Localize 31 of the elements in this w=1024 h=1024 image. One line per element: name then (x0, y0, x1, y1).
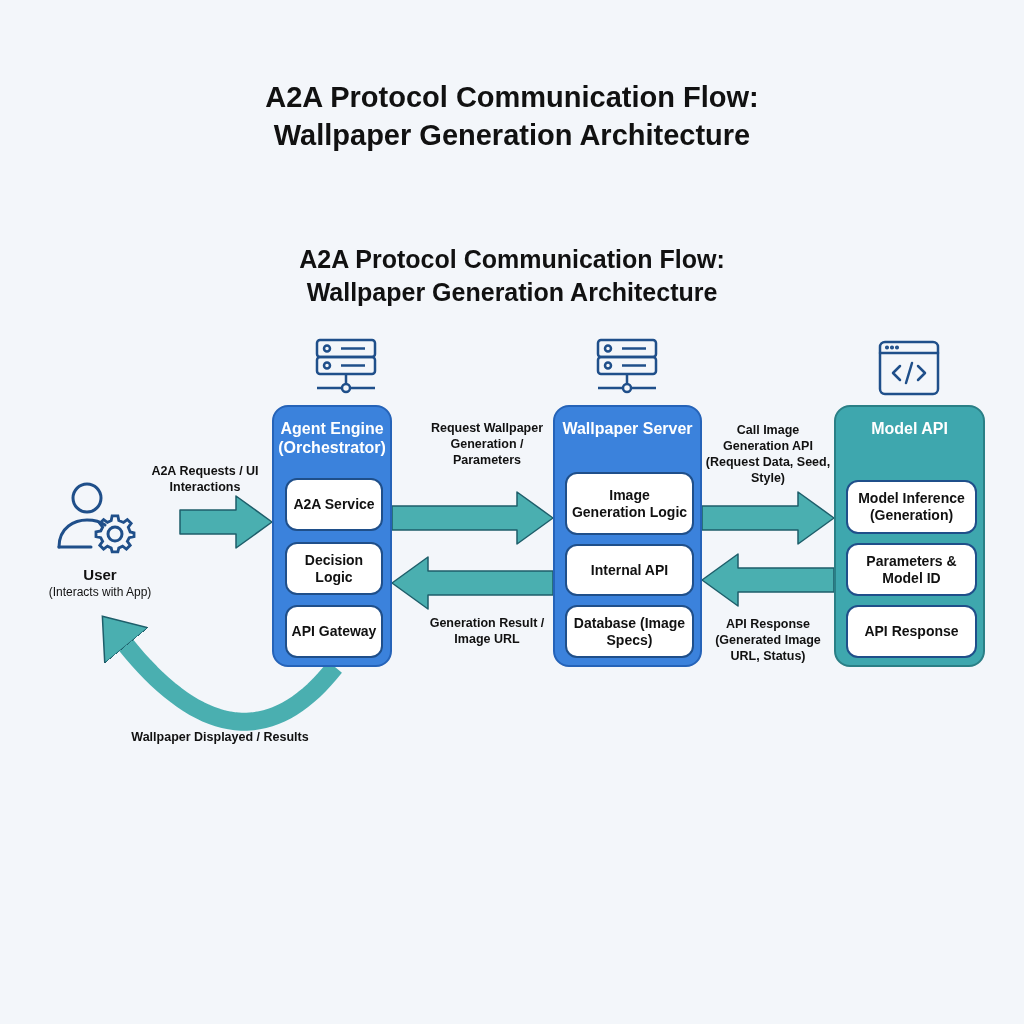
component-box: API Gateway (285, 605, 383, 658)
component-box: Decision Logic (285, 542, 383, 595)
service-panel (553, 405, 702, 667)
component-box: Model Inference (Generation) (846, 480, 977, 534)
subtitle: A2A Protocol Communication Flow: Wallpaper Generation Architecture (298, 244, 726, 308)
panel-heading: Agent Engine (Orchestrator) (277, 419, 387, 457)
title: A2A Protocol Communication Flow: Wallpaper Generation Architecture (264, 80, 760, 153)
block-arrow (391, 491, 554, 545)
edge-label: A2A Requests / UI Interactions (150, 463, 260, 495)
actor-note: (Interacts with App) (48, 584, 152, 600)
curved-arrow (101, 615, 342, 731)
edge-label: Generation Result / Image URL (428, 615, 546, 647)
component-box: Database (Image Specs) (565, 605, 694, 658)
service-panel (272, 405, 392, 667)
panel-heading: Wallpaper Server (561, 419, 694, 438)
edge-label: API Response (Generated Image URL, Status) (714, 616, 822, 664)
block-arrow (179, 495, 273, 549)
component-box: Internal API (565, 544, 694, 596)
block-arrow (391, 556, 554, 610)
edge-label: Wallpaper Displayed / Results (130, 729, 310, 745)
block-arrow (701, 491, 835, 545)
component-box: API Response (846, 605, 977, 658)
component-box: Image Generation Logic (565, 472, 694, 535)
component-box: Parameters & Model ID (846, 543, 977, 596)
block-arrow (701, 553, 835, 607)
model-api-panel (834, 405, 985, 667)
panel-heading: Model API (870, 419, 949, 438)
actor-name: User (83, 566, 117, 584)
component-box: A2A Service (285, 478, 383, 531)
edge-label: Request Wallpaper Generation / Parameters (429, 420, 545, 468)
edge-label: Call Image Generation API (Request Data, Seed, Style) (704, 422, 832, 486)
